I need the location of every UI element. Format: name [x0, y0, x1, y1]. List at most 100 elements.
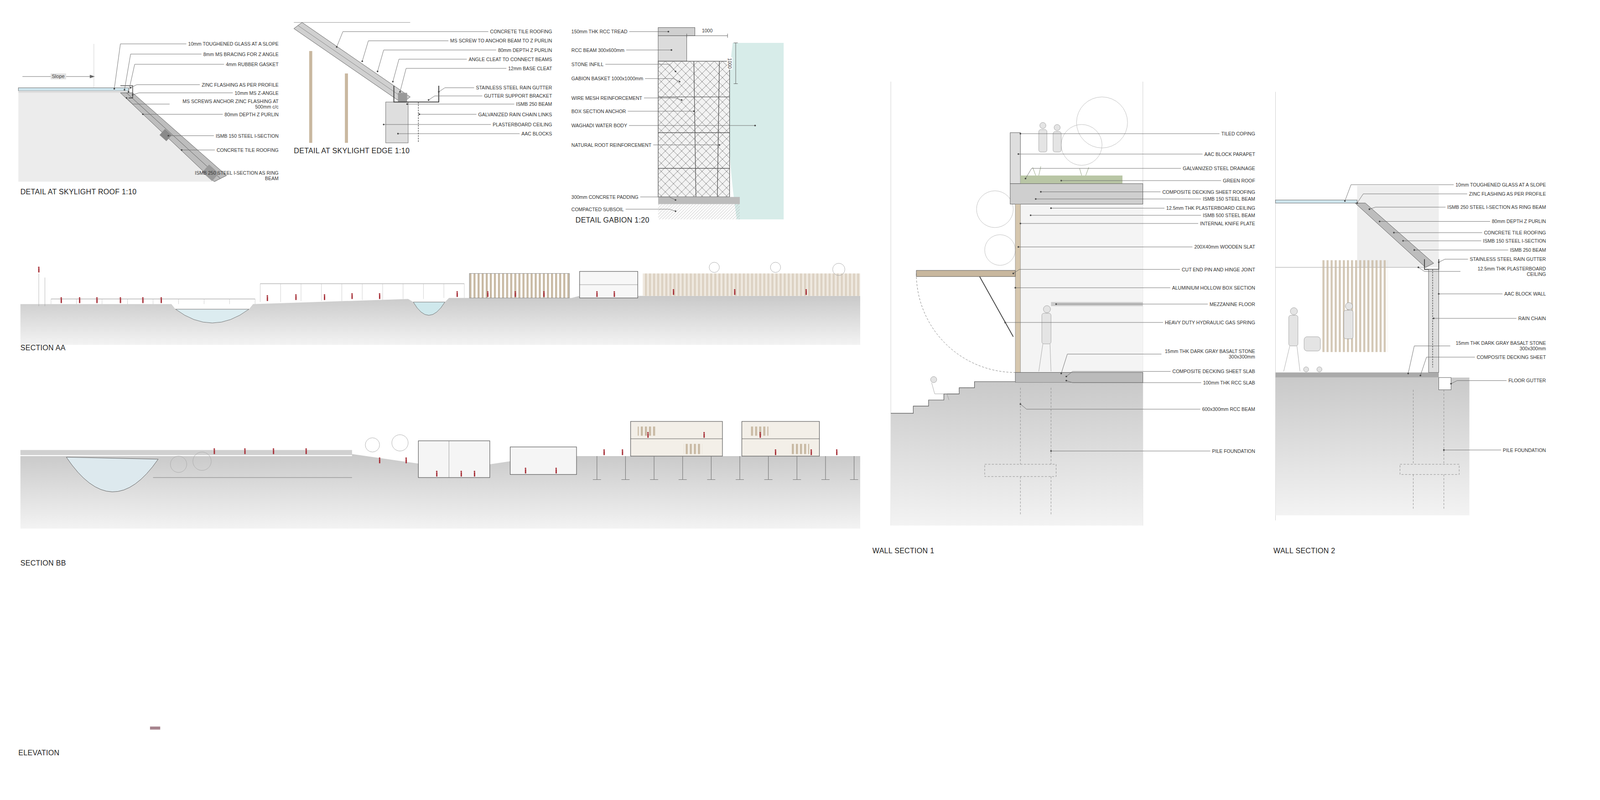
- person-figure: [351, 293, 353, 300]
- leader-dot: [1407, 372, 1410, 375]
- leader-dot: [1065, 379, 1068, 382]
- leader-line: [1030, 215, 1202, 216]
- drawing-part: [436, 470, 438, 473]
- leader-line: [398, 133, 520, 135]
- leader-line: [640, 197, 676, 201]
- annotation-label: GABION BASKET 1000x1000mm: [571, 75, 644, 82]
- person-figure: [460, 470, 463, 477]
- drawing-part: [192, 451, 212, 471]
- leader-dot: [127, 91, 130, 94]
- drawing-part: [1288, 315, 1299, 346]
- drawing-part: [790, 443, 810, 454]
- drawing-part: [916, 270, 1016, 277]
- drawing-part: [637, 426, 656, 436]
- annotation-label: RCC BEAM 300x600mm: [571, 47, 625, 53]
- drawing-part: [810, 449, 812, 451]
- annotation-label: STAINLESS STEEL RAIN GUTTER: [475, 84, 552, 91]
- drawing-part: [436, 472, 438, 477]
- drawing-part: [741, 438, 820, 440]
- annotation-label: CONCRETE TILE ROOFING: [1484, 229, 1547, 236]
- person-figure: [379, 293, 381, 300]
- leader-dot: [754, 124, 757, 127]
- leader-dot: [382, 123, 385, 126]
- annotation-label: 10mm TOUGHENED GLASS AT A SLOPE: [188, 41, 279, 47]
- annotation-label: 10mm TOUGHENED GLASS AT A SLOPE: [1455, 181, 1546, 188]
- drawing-part: [805, 290, 807, 295]
- drawing-part: [1413, 389, 1445, 511]
- drawing-part: [1343, 310, 1353, 339]
- drawing-part: [38, 268, 40, 273]
- drawing-part: [984, 464, 1057, 477]
- annotation-label: NATURAL ROOT REINFORCEMENT: [571, 142, 652, 148]
- person-figure: [603, 449, 605, 456]
- drawing-part: [805, 289, 807, 291]
- annotation-label: ISMB 500 STEEL BEAM: [1202, 212, 1256, 219]
- leader-line: [1450, 380, 1507, 384]
- drawing-part: [120, 93, 227, 182]
- leader-dot: [1368, 208, 1371, 211]
- person-figure: [379, 457, 381, 464]
- drawing-part: [1438, 377, 1452, 390]
- drawing-part: [592, 479, 859, 480]
- annotation-label: GREEN ROOF: [1222, 177, 1256, 184]
- drawing-part: [1020, 387, 1051, 516]
- person-figure: [305, 448, 307, 455]
- annotation-label: ANGLE CLEAT TO CONNECT BEAMS: [468, 56, 553, 63]
- annotation-label: 600x300mm RCC BEAM: [1202, 406, 1256, 412]
- drawing-part: [810, 450, 812, 455]
- annotation-label: STAINLESS STEEL RAIN GUTTER: [1470, 256, 1547, 262]
- annotation-label: 8mm MS BRACING FOR Z ANGLE: [203, 51, 279, 58]
- leader-dot: [1019, 132, 1022, 135]
- drawing-part: [1015, 372, 1143, 383]
- drawing-part: [1275, 377, 1470, 516]
- leader-dot: [1392, 231, 1395, 234]
- drawing-part: [1355, 202, 1434, 268]
- leader-line: [626, 49, 672, 51]
- annotation-label: WAGHADI WATER BODY: [571, 122, 628, 129]
- leader-dot: [1065, 375, 1068, 378]
- drawing-part: [1010, 132, 1021, 184]
- drawing-part: [448, 440, 450, 478]
- drawing-part: [175, 309, 250, 323]
- drawing-part: [142, 298, 144, 303]
- drawing-part: [836, 450, 838, 455]
- people-figures: [37, 266, 838, 477]
- drawing-part: [1076, 97, 1128, 149]
- leader-line: [627, 110, 694, 112]
- annotation-label: 80mm DEPTH Z PURLIN: [1491, 218, 1546, 224]
- leader-dot: [1034, 197, 1037, 200]
- drawing-part: [1018, 203, 1143, 373]
- drawing-part: [621, 450, 624, 455]
- drawing-part: [379, 294, 381, 299]
- annotation-label: 80mm DEPTH Z PURLIN: [224, 111, 279, 118]
- drawing-part: [309, 51, 313, 143]
- leader-dot: [125, 97, 128, 99]
- leader-line: [1018, 246, 1193, 248]
- drawing-part: [456, 290, 458, 293]
- leader-line: [383, 124, 491, 125]
- drawing-part: [379, 458, 381, 463]
- person-figure: [244, 448, 246, 455]
- drawing-part: [976, 190, 1014, 228]
- leader-line: [1414, 249, 1509, 251]
- leader-dot: [406, 103, 409, 105]
- drawing-part: [1043, 305, 1051, 313]
- skylight-edge-detail: [293, 22, 439, 143]
- drawing-part: [984, 234, 1016, 266]
- leader-line: [142, 114, 223, 115]
- drawing-part: [93, 43, 94, 88]
- leader-dot: [674, 70, 677, 73]
- drawing-part: [351, 294, 354, 299]
- drawing-part: [759, 431, 761, 434]
- drawing-part: [1303, 366, 1309, 372]
- annotation-label: COMPOSITE DECKING SHEET: [1476, 354, 1547, 360]
- drawing-part: [18, 93, 218, 182]
- leader-dot: [1014, 286, 1017, 289]
- drawing-part: [473, 470, 476, 473]
- person-figure: [266, 295, 268, 302]
- view-title: DETAIL AT SKYLIGHT ROOF 1:10: [20, 187, 137, 197]
- person-figure: [119, 297, 121, 304]
- leader-line: [1066, 371, 1171, 377]
- leader-dot: [1413, 249, 1416, 251]
